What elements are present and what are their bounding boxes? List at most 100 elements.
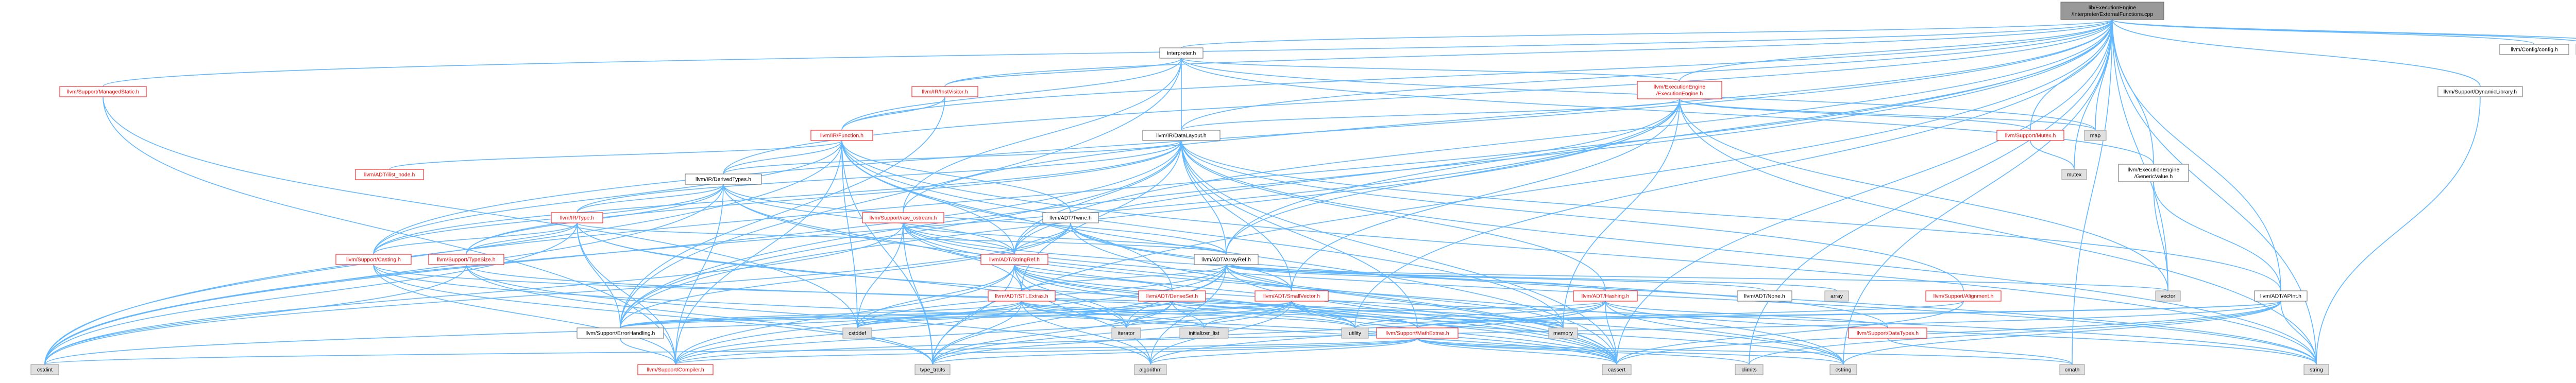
node-label: llvm/ExecutionEngine — [2128, 167, 2180, 173]
node-none[interactable]: llvm/ADT/None.h — [1737, 290, 1792, 302]
node-ir-function[interactable]: llvm/IR/Function.h — [810, 130, 873, 141]
include-edge — [1226, 264, 1837, 291]
node-label: llvm/Support/ManagedStatic.h — [67, 89, 139, 95]
include-edge — [903, 222, 933, 365]
node-instvisitor[interactable]: llvm/IR/InstVisitor.h — [911, 86, 978, 97]
node-memory: memory — [1548, 327, 1578, 339]
node-label: llvm/Support/DynamicLibrary.h — [2444, 89, 2517, 95]
include-edge — [44, 222, 904, 365]
include-edge — [620, 140, 1182, 328]
node-datatypes[interactable]: llvm/Support/DataTypes.h — [1848, 327, 1927, 339]
node-typesize[interactable]: llvm/Support/TypeSize.h — [428, 254, 504, 265]
node-stringref[interactable]: llvm/ADT/StringRef.h — [980, 254, 1048, 265]
include-edge — [103, 19, 2113, 87]
include-edge — [903, 222, 1844, 365]
include-edge — [1417, 338, 2073, 365]
node-box — [1179, 327, 1229, 339]
node-generic-value[interactable]: llvm/ExecutionEngine/GenericValue.h — [2118, 164, 2189, 182]
node-label: climits — [1741, 367, 1756, 373]
node-twine[interactable]: llvm/ADT/Twine.h — [1042, 212, 1099, 223]
node-alignment[interactable]: llvm/Support/Alignment.h — [1925, 290, 2002, 302]
include-edge — [620, 98, 1680, 328]
node-errorhandling[interactable]: llvm/Support/ErrorHandling.h — [577, 327, 664, 339]
node-label: cstring — [1836, 367, 1852, 373]
include-edge — [841, 140, 1564, 328]
node-label: llvm/Support/Compiler.h — [647, 367, 704, 373]
node-box — [2061, 169, 2087, 180]
node-stlextras[interactable]: llvm/ADT/STLExtras.h — [988, 290, 1056, 302]
include-edge — [1181, 19, 2113, 48]
node-exec-engine[interactable]: llvm/ExecutionEngine/ExecutionEngine.h — [1637, 81, 1722, 99]
include-edge — [1181, 58, 1680, 82]
node-managedstatic[interactable]: llvm/Support/ManagedStatic.h — [59, 86, 147, 97]
node-root[interactable]: lib/ExecutionEngine/Interpreter/External… — [2060, 2, 2164, 20]
include-edge — [44, 264, 467, 365]
node-box — [2118, 164, 2189, 182]
node-label: llvm/IR/Function.h — [820, 133, 863, 139]
node-ilist-node[interactable]: llvm/ADT/ilist_node.h — [355, 169, 424, 180]
include-edge — [1181, 140, 2281, 291]
include-edge — [675, 338, 1418, 365]
include-edge — [2112, 19, 2576, 39]
node-raw-ostream[interactable]: llvm/Support/raw_ostream.h — [862, 212, 944, 223]
node-label: llvm/IR/InstVisitor.h — [922, 89, 968, 95]
include-edge — [2074, 19, 2113, 170]
include-edge — [1679, 98, 2168, 291]
include-edge — [1181, 19, 2113, 131]
node-algorithm: algorithm — [1134, 364, 1167, 375]
node-label: type_traits — [920, 367, 945, 373]
node-mathextras[interactable]: llvm/Support/MathExtras.h — [1376, 327, 1459, 339]
include-edge — [44, 140, 842, 365]
node-label: llvm/ADT/SmallVector.h — [1263, 293, 1320, 300]
node-densemap[interactable]: llvm/ADT/DenseSet.h — [1138, 290, 1206, 302]
node-compiler[interactable]: llvm/Support/Compiler.h — [637, 364, 714, 375]
node-label: llvm/Support/Casting.h — [346, 257, 401, 263]
include-edge — [1354, 301, 1606, 328]
node-box — [862, 212, 944, 223]
include-edge — [44, 338, 1418, 365]
include-edge — [1417, 338, 1750, 365]
node-datalayout[interactable]: llvm/IR/DataLayout.h — [1142, 130, 1221, 141]
include-edge — [1014, 140, 1182, 255]
node-box — [1573, 290, 1638, 302]
node-casting[interactable]: llvm/Support/Casting.h — [335, 254, 412, 265]
node-box — [810, 130, 873, 141]
node-label: llvm/ADT/None.h — [1744, 293, 1785, 300]
node-label: llvm/IR/DataLayout.h — [1156, 133, 1207, 139]
include-edge — [373, 264, 676, 365]
node-apint[interactable]: llvm/ADT/APInt.h — [2254, 290, 2308, 302]
node-label: llvm/Support/MathExtras.h — [1385, 330, 1449, 337]
include-edge — [944, 19, 2113, 87]
node-box — [1134, 364, 1167, 375]
include-edge — [373, 184, 724, 255]
node-label: iterator — [1118, 330, 1135, 337]
node-label: llvm/ADT/APInt.h — [2260, 293, 2301, 300]
include-edge — [1563, 98, 1680, 328]
node-config[interactable]: llvm/Config/config.h — [2499, 44, 2569, 55]
node-smallvector[interactable]: llvm/ADT/SmallVector.h — [1255, 290, 1329, 302]
include-edge — [1679, 98, 2031, 131]
node-ir-type[interactable]: llvm/IR/Type.h — [551, 212, 603, 223]
node-box — [685, 173, 762, 185]
include-edge — [466, 222, 578, 255]
node-support-mutex[interactable]: llvm/Support/Mutex.h — [1996, 130, 2064, 141]
include-edge — [2280, 301, 2317, 365]
include-edge — [373, 264, 933, 365]
include-edge — [1291, 301, 1564, 328]
node-interpreter-h[interactable]: Interpreter.h — [1159, 47, 1204, 59]
node-label: llvm/Config/config.h — [2511, 47, 2558, 53]
node-hashing[interactable]: llvm/ADT/Hashing.h — [1573, 290, 1638, 302]
include-edge — [373, 222, 578, 255]
include-edge — [1679, 98, 2096, 131]
node-box — [2155, 290, 2181, 302]
node-dynlib[interactable]: llvm/Support/DynamicLibrary.h — [2437, 86, 2523, 97]
include-edge — [857, 301, 1292, 328]
include-edge — [1070, 222, 2317, 365]
include-edge — [675, 264, 1015, 365]
node-arrayref[interactable]: llvm/ADT/ArrayRef.h — [1194, 254, 1259, 265]
node-label: cmath — [2065, 367, 2080, 373]
include-edge — [1605, 301, 1617, 365]
node-derived-types[interactable]: llvm/IR/DerivedTypes.h — [685, 173, 762, 185]
node-label: llvm/Support/DataTypes.h — [1857, 330, 1919, 337]
